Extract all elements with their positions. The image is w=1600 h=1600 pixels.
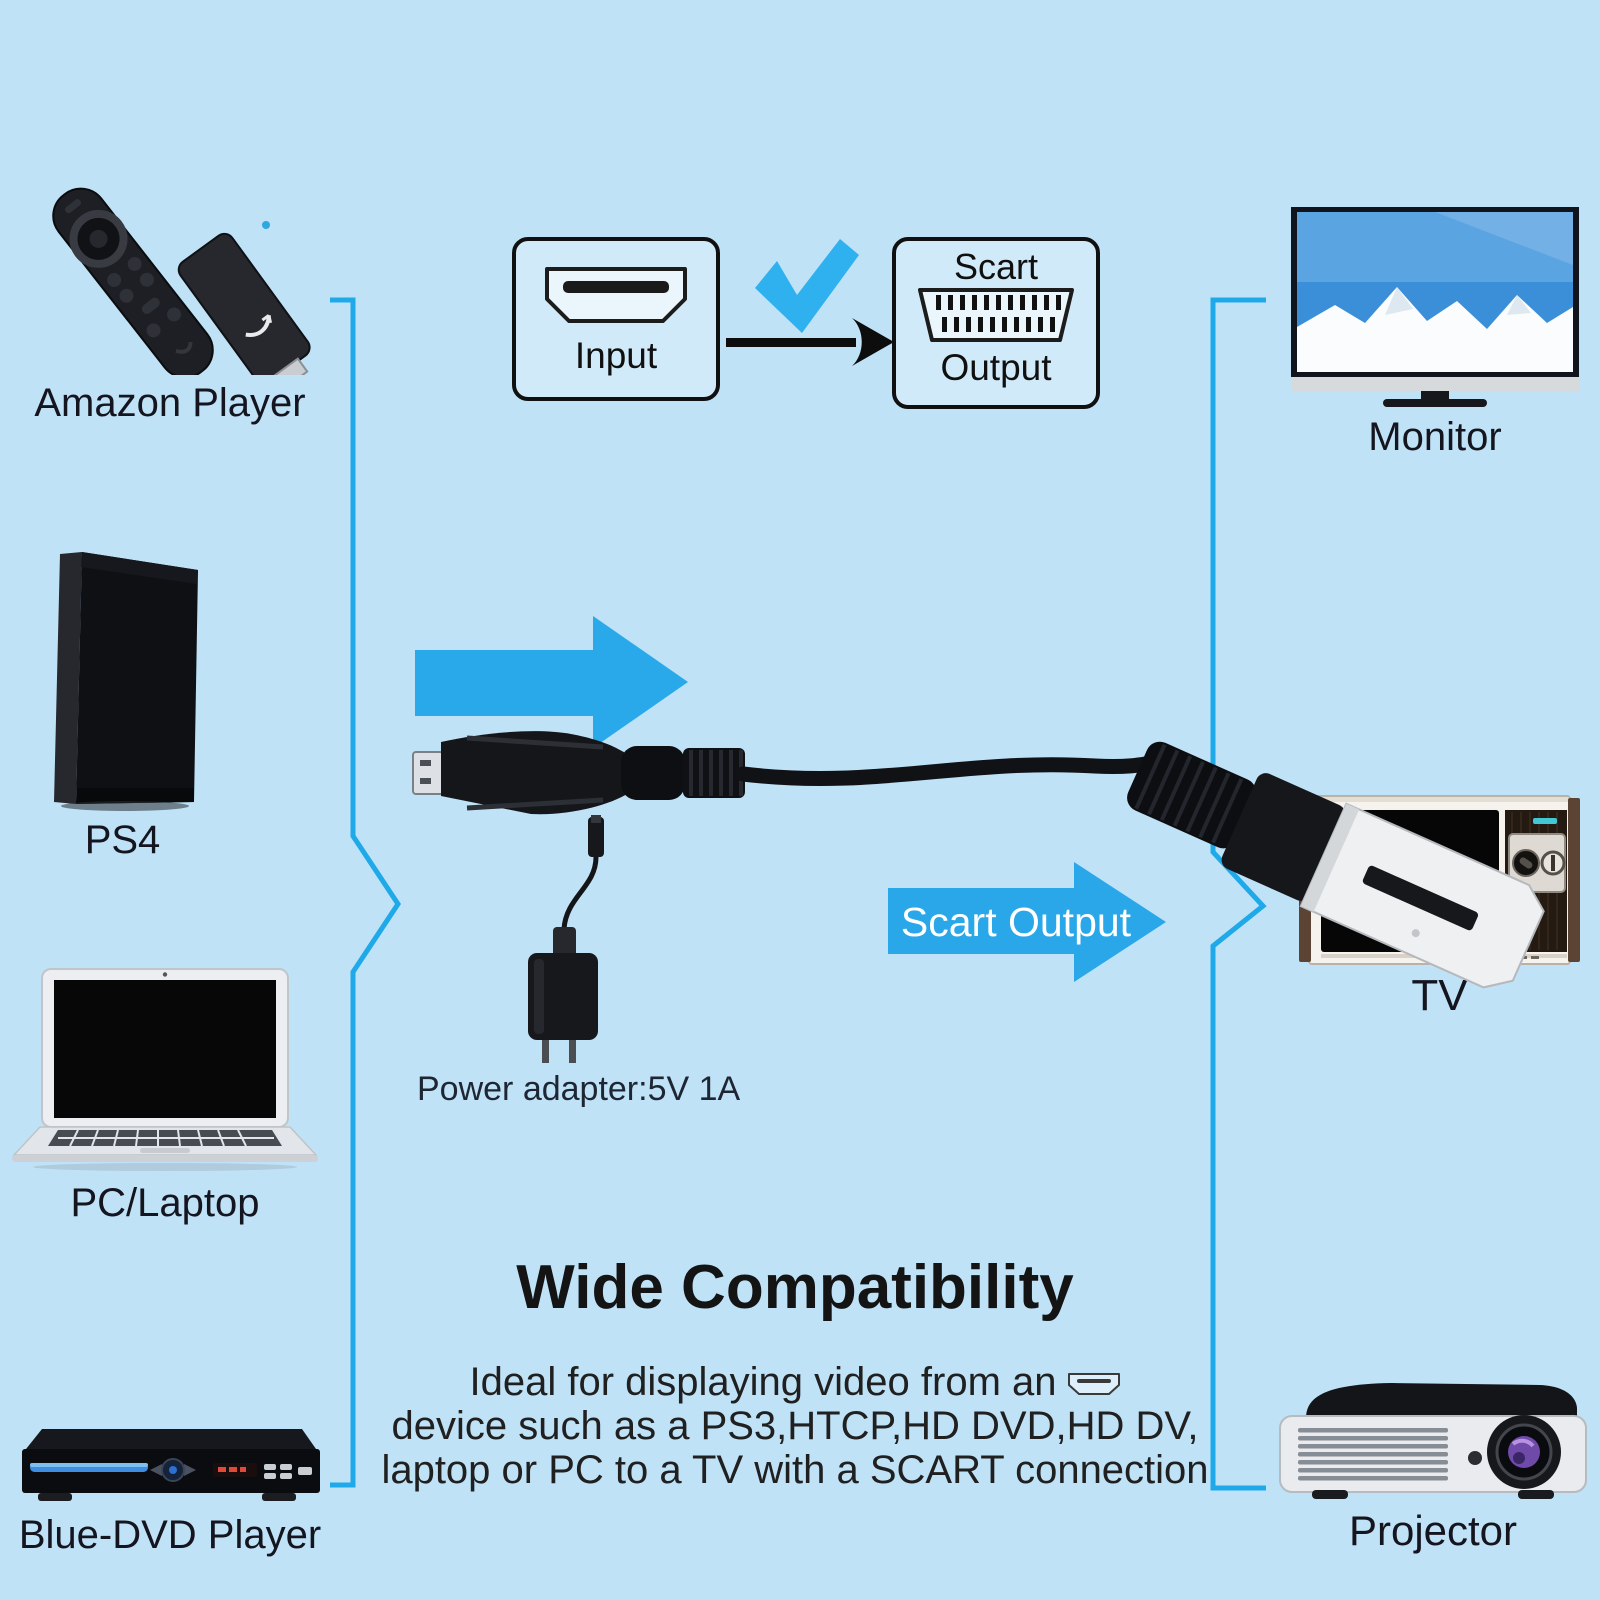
device-ps4: PS4 <box>30 540 215 862</box>
blue-dvd-player-image <box>22 1429 320 1501</box>
device-monitor: Monitor <box>1285 205 1585 459</box>
power-adapter-note: Power adapter:5V 1A <box>417 1070 741 1108</box>
right-arrow-icon <box>726 318 894 366</box>
scart-box-label: Output <box>940 347 1052 388</box>
pc-laptop-image <box>12 968 318 1171</box>
wide-compatibility-heading: Wide Compatibility <box>516 1253 1074 1322</box>
projector-image <box>1279 1383 1587 1499</box>
device-amazon-player: Amazon Player <box>15 185 325 425</box>
converter-cable-image <box>412 731 1545 989</box>
input-box-label: Input <box>574 334 658 376</box>
hdmi-port-icon <box>545 266 687 323</box>
blue-dvd-player-label: Blue-DVD Player <box>18 1513 322 1557</box>
projector-label: Projector <box>1348 1507 1518 1554</box>
monitor-label: Monitor <box>1368 415 1502 459</box>
compatibility-description: Ideal for displaying video from an devic… <box>340 1360 1250 1492</box>
scart-output-box: Scart Output <box>892 237 1100 409</box>
monitor-image <box>1291 207 1579 407</box>
scart-box-title: Scart <box>953 246 1039 287</box>
pc-laptop-label: PC/Laptop <box>70 1181 260 1225</box>
check-icon <box>755 239 859 333</box>
device-blue-dvd-player: Blue-DVD Player <box>10 1425 330 1557</box>
power-adapter-image <box>528 815 604 1063</box>
left-brace <box>330 297 401 1488</box>
description-line-2: device such as a PS3,HTCP,HD DVD,HD DV, <box>391 1404 1199 1448</box>
ps4-image <box>54 552 198 811</box>
hdmi-input-box: Input <box>512 237 720 401</box>
tv-label: TV <box>1411 971 1468 1020</box>
scart-output-arrow <box>888 862 1166 982</box>
right-brace <box>1210 297 1267 1491</box>
scart-output-arrow-label: Scart Output <box>900 898 1132 945</box>
big-right-arrow-icon <box>415 616 688 748</box>
amazon-player-image <box>52 187 311 375</box>
ps4-label: PS4 <box>84 818 161 862</box>
description-line-3: laptop or PC to a TV with a SCART connec… <box>381 1448 1209 1492</box>
device-projector: Projector <box>1272 1378 1594 1554</box>
amazon-player-label: Amazon Player <box>34 381 306 425</box>
scart-port-icon <box>918 288 1074 342</box>
description-line-1: Ideal for displaying video from an <box>340 1360 1250 1404</box>
hdmi-mini-icon <box>1067 1373 1120 1396</box>
device-pc-laptop: PC/Laptop <box>10 965 320 1225</box>
